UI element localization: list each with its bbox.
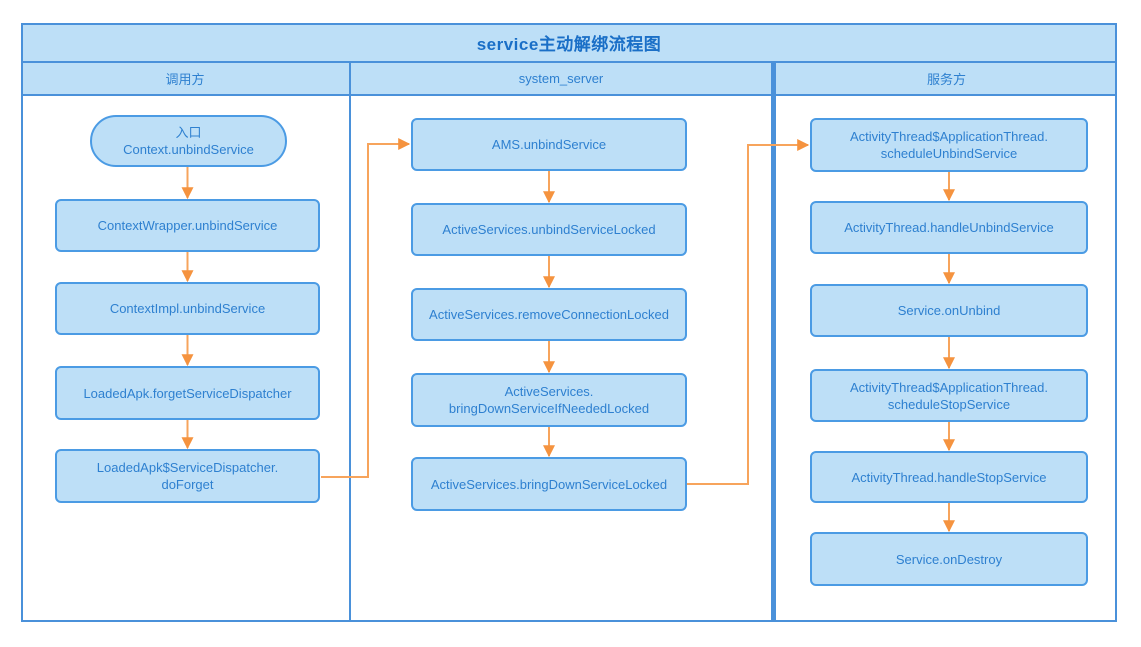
flow-node-do-forget: LoadedApk$ServiceDispatcher. doForget — [55, 449, 320, 503]
flow-node-label: ContextWrapper.unbindService — [97, 218, 278, 233]
flow-node-label: ActiveServices.removeConnectionLocked — [429, 307, 669, 322]
title-separator — [21, 61, 1117, 63]
diagram-title: service主动解绑流程图 — [476, 34, 662, 54]
flow-node-handle-stop: ActivityThread.handleStopService — [810, 451, 1088, 503]
flow-node-label: scheduleUnbindService — [880, 146, 1018, 161]
lane-header-caller: 调用方 — [165, 72, 205, 87]
flow-node-on-unbind: Service.onUnbind — [810, 284, 1088, 337]
lane-divider-1 — [349, 61, 351, 622]
flow-node-label: ActivityThread.handleStopService — [851, 469, 1047, 485]
flow-node-label: Service.onDestroy — [895, 551, 1003, 567]
header-separator — [21, 94, 1117, 96]
flow-node-label: 入口 — [175, 125, 202, 140]
flow-node-context-wrapper: ContextWrapper.unbindService — [55, 199, 320, 252]
flow-node-label: Context.unbindService — [123, 142, 254, 157]
flow-node-label: ActivityThread$ApplicationThread. — [850, 129, 1048, 144]
lane-header-service-side: 服务方 — [926, 72, 966, 87]
header-band — [21, 23, 1117, 96]
flow-node-schedule-unbind: ActivityThread$ApplicationThread. schedul… — [810, 118, 1088, 172]
flow-node-label: scheduleStopService — [887, 396, 1011, 412]
flow-node-schedule-stop: ActivityThread$ApplicationThread.schedul… — [810, 369, 1088, 422]
flow-node-label: ActivityThread.handleUnbindService — [844, 220, 1054, 235]
flow-node-bring-down-ifneeded: ActiveServices. bringDownServiceIfNeededL… — [411, 373, 687, 427]
flow-node-label: LoadedApk$ServiceDispatcher. — [96, 460, 279, 475]
flow-node-label: ActiveServices.bringDownServiceLocked — [430, 476, 668, 492]
flow-node-label: bringDownServiceIfNeededLocked — [448, 401, 650, 416]
flow-node-label: LoadedApk.forgetServiceDispatcher — [83, 385, 292, 401]
flow-node-bring-down-locked: ActiveServices.bringDownServiceLocked — [411, 457, 687, 511]
flow-node-on-destroy: Service.onDestroy — [810, 532, 1088, 586]
flow-node-entry: 入口 Context.unbindService — [90, 115, 287, 167]
flow-node-unbind-locked: ActiveServices.unbindServiceLocked — [411, 203, 687, 256]
flow-node-label: Service.onUnbind — [897, 303, 1001, 318]
flow-node-label: ContextImpl.unbindService — [109, 301, 266, 316]
flow-node-forget-dispatcher: LoadedApk.forgetServiceDispatcher — [55, 366, 320, 420]
flow-node-label: AMS.unbindService — [491, 137, 607, 152]
flow-node-label: ActiveServices.unbindServiceLocked — [442, 222, 656, 237]
lane-divider-2 — [771, 61, 776, 622]
flow-node-handle-unbind: ActivityThread.handleUnbindService — [810, 201, 1088, 254]
lane-header-system-server: system_server — [518, 71, 604, 86]
flow-node-label: ActivityThread$ApplicationThread. — [850, 379, 1048, 395]
flow-node-label: ActiveServices. — [504, 384, 594, 399]
flow-node-remove-connection: ActiveServices.removeConnectionLocked — [411, 288, 687, 341]
flow-node-ams-unbind: AMS.unbindService — [411, 118, 687, 171]
flow-node-label: doForget — [161, 477, 214, 492]
flow-node-context-impl: ContextImpl.unbindService — [55, 282, 320, 335]
